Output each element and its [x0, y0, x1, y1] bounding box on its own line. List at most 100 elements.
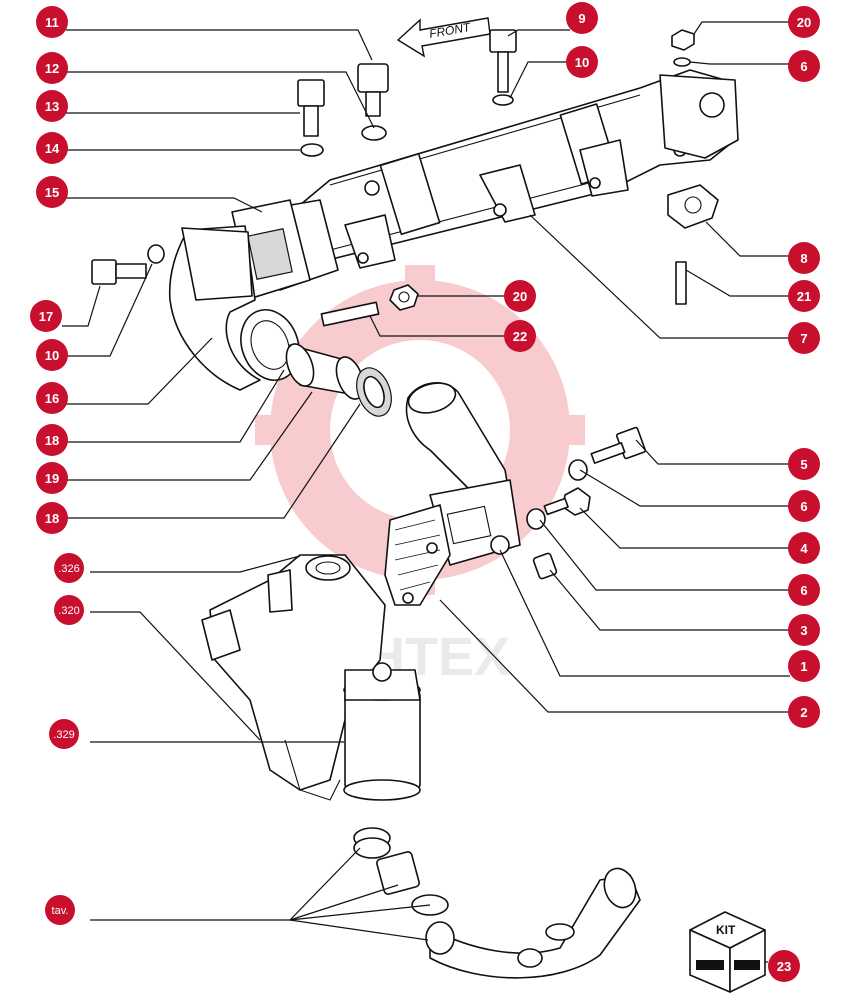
connector-sleeve — [285, 343, 392, 417]
callout-10b[interactable]: 10 — [566, 46, 598, 78]
callout-circle — [788, 696, 820, 728]
callout-circle — [36, 462, 68, 494]
callout-number: 1 — [800, 659, 807, 674]
ref-badge-circle — [49, 719, 79, 749]
flange-gasket — [384, 504, 451, 606]
callout-circle — [768, 950, 800, 982]
ref-badge-text: .326 — [58, 563, 79, 575]
callout-circle — [788, 6, 820, 38]
gasket-and-stud — [667, 184, 719, 305]
callout-12[interactable]: 12 — [36, 52, 68, 84]
kit-box: KIT — [689, 911, 766, 993]
callout-number: 14 — [45, 141, 60, 156]
callout-number: 4 — [800, 541, 808, 556]
ref-label-326[interactable]: 0 .326 — [36, 553, 84, 583]
ref-badge-text: tav. — [52, 905, 69, 917]
callout-20b[interactable]: 20 — [504, 280, 536, 312]
callout-6b[interactable]: 6 — [788, 490, 820, 522]
callout-circle — [36, 90, 68, 122]
callout-number: 2 — [800, 705, 807, 720]
callout-7[interactable]: 7 — [788, 322, 820, 354]
manifold-left-flanges — [231, 199, 339, 299]
callout-23[interactable]: 23 — [768, 950, 800, 982]
callout-circle — [36, 132, 68, 164]
callout-18a[interactable]: 18 — [36, 424, 68, 456]
callout-number: 6 — [800, 59, 807, 74]
ref-prefix: 0 — [36, 609, 42, 621]
callout-number: 18 — [45, 511, 59, 526]
callout-number: 6 — [800, 583, 807, 598]
callout-number: 6 — [800, 499, 807, 514]
callout-5[interactable]: 5 — [788, 448, 820, 480]
callout-number: 20 — [797, 15, 811, 30]
callout-number: 8 — [800, 251, 807, 266]
callout-16[interactable]: 16 — [36, 382, 68, 414]
callout-circle — [36, 339, 68, 371]
ref-badge-text: .329 — [53, 729, 74, 741]
callout-9[interactable]: 9 — [566, 2, 598, 34]
callout-number: 23 — [777, 959, 791, 974]
callout-8[interactable]: 8 — [788, 242, 820, 274]
callout-number: 18 — [45, 433, 59, 448]
callout-number: 17 — [39, 309, 53, 324]
callout-circle — [36, 502, 68, 534]
callout-circle — [788, 650, 820, 682]
callout-11[interactable]: 11 — [36, 6, 68, 38]
callout-circle — [788, 490, 820, 522]
lower-bent-pipe — [405, 382, 521, 566]
ref-badge-circle — [45, 895, 75, 925]
callout-circle — [36, 176, 68, 208]
callout-circle — [36, 6, 68, 38]
callout-15[interactable]: 15 — [36, 176, 68, 208]
reference-labels: 0 .326 0 .320 0 .329 9 PA tav. 1 — [22, 553, 86, 925]
ref-prefix: PA — [22, 911, 37, 923]
callout-circle — [788, 574, 820, 606]
callout-1[interactable]: 1 — [788, 650, 820, 682]
callout-number: 12 — [45, 61, 59, 76]
callout-4[interactable]: 4 — [788, 532, 820, 564]
callout-circle — [36, 382, 68, 414]
callout-number: 11 — [45, 15, 59, 30]
callout-number: 7 — [800, 331, 807, 346]
ref-suffix: 9 — [80, 731, 86, 743]
callout-20a[interactable]: 20 — [788, 6, 820, 38]
callout-circle — [788, 532, 820, 564]
callout-circle — [36, 424, 68, 456]
callout-6a[interactable]: 6 — [788, 50, 820, 82]
callout-number: 15 — [45, 185, 59, 200]
callout-14[interactable]: 14 — [36, 132, 68, 164]
callout-circle — [788, 322, 820, 354]
callout-number: 22 — [513, 329, 527, 344]
front-arrow: FRONT — [396, 17, 491, 58]
callout-circle — [566, 2, 598, 34]
callout-circle — [566, 46, 598, 78]
callout-17[interactable]: 17 — [30, 300, 62, 332]
callout-number: 5 — [800, 457, 807, 472]
hose-assembly — [353, 827, 641, 979]
callout-6c[interactable]: 6 — [788, 574, 820, 606]
fasteners — [91, 29, 695, 580]
callout-2[interactable]: 2 — [788, 696, 820, 728]
callout-number: 20 — [513, 289, 527, 304]
ref-badge-circle — [54, 595, 84, 625]
ref-label-329[interactable]: 0 .329 9 — [36, 719, 86, 749]
callout-number: 19 — [45, 471, 59, 486]
callout-22[interactable]: 22 — [504, 320, 536, 352]
callout-21[interactable]: 21 — [788, 280, 820, 312]
ref-label-320[interactable]: 0 .320 — [36, 595, 84, 625]
callout-number: 16 — [45, 391, 59, 406]
stud-and-nut — [320, 284, 419, 327]
callout-number: 9 — [578, 11, 585, 26]
callout-18b[interactable]: 18 — [36, 502, 68, 534]
callout-13[interactable]: 13 — [36, 90, 68, 122]
callout-3[interactable]: 3 — [788, 614, 820, 646]
callout-circle — [788, 242, 820, 274]
ref-prefix: 0 — [36, 731, 42, 743]
callout-number: 13 — [45, 99, 59, 114]
ref-prefix: 0 — [36, 570, 42, 582]
callout-10a[interactable]: 10 — [36, 339, 68, 371]
ref-label-pa[interactable]: PA tav. 1 — [22, 895, 86, 925]
callout-circle — [788, 280, 820, 312]
callout-19[interactable]: 19 — [36, 462, 68, 494]
